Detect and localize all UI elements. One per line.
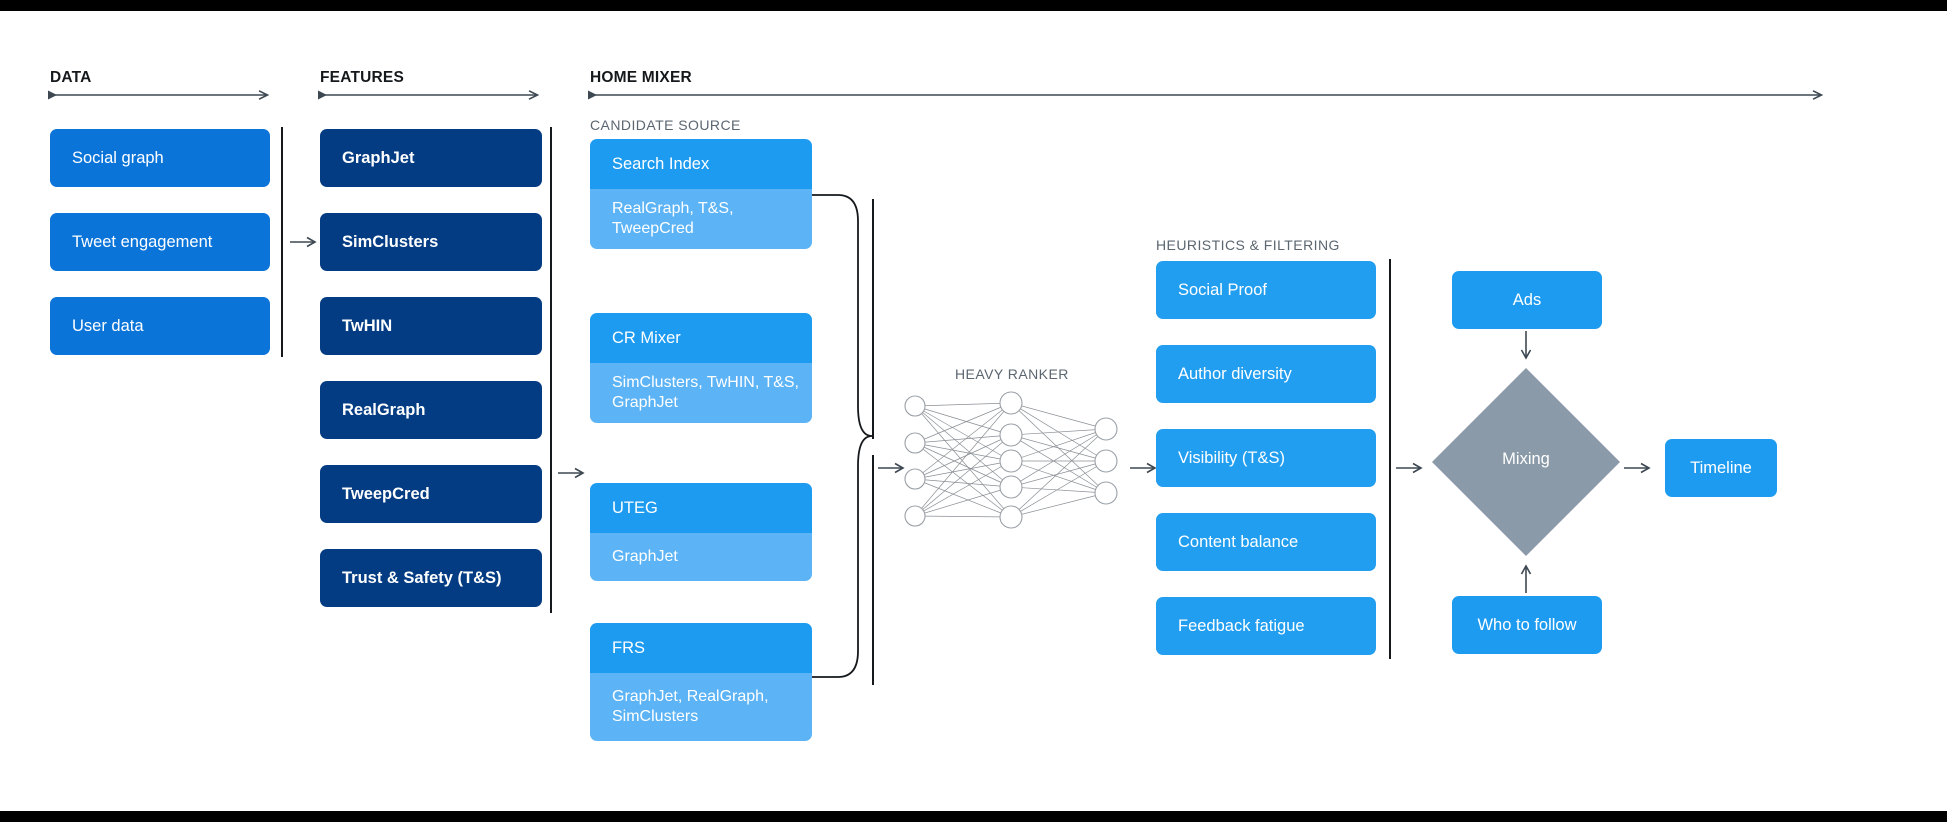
output-timeline[interactable]: Timeline <box>1665 439 1777 497</box>
letterbox-bottom <box>0 811 1947 822</box>
mixing-input-who-to-follow[interactable]: Who to follow <box>1452 596 1602 654</box>
ads-label: Ads <box>1512 290 1542 309</box>
separator-candidate-heavyranker-top <box>872 199 874 439</box>
separator-features-homemixer <box>550 127 552 613</box>
candidate-source-body: RealGraph, T&S, TweepCred <box>590 189 812 249</box>
arrow-heuristics-to-mixing <box>1396 461 1428 475</box>
arrow-ads-to-mixing <box>1519 331 1533 365</box>
candidate-source-body: GraphJet, RealGraph, SimClusters <box>590 673 812 741</box>
subsection-title-heuristics: HEURISTICS & FILTERING <box>1156 237 1340 253</box>
subsection-title-heavy-ranker: HEAVY RANKER <box>955 366 1069 382</box>
diagram-canvas: DATA Social graph Tweet engagement User … <box>0 11 1947 811</box>
candidate-source-head: Search Index <box>590 139 812 189</box>
candidate-source-body: SimClusters, TwHIN, T&S, GraphJet <box>590 363 812 423</box>
heuristic-box-visibility[interactable]: Visibility (T&S) <box>1156 429 1376 487</box>
letterbox-top <box>0 0 1947 11</box>
heuristic-box-author-diversity[interactable]: Author diversity <box>1156 345 1376 403</box>
feature-box-label: TweepCred <box>342 484 430 503</box>
candidate-source-head: UTEG <box>590 483 812 533</box>
feature-box-simclusters[interactable]: SimClusters <box>320 213 542 271</box>
candidate-source-body: GraphJet <box>590 533 812 581</box>
separator-data-features <box>281 127 283 357</box>
arrow-features-to-candidate-source <box>558 466 590 480</box>
data-box-social-graph[interactable]: Social graph <box>50 129 270 187</box>
features-axis-arrow <box>318 89 544 101</box>
feature-box-trust-safety[interactable]: Trust & Safety (T&S) <box>320 549 542 607</box>
heuristic-box-label: Author diversity <box>1178 364 1292 383</box>
section-title-features: FEATURES <box>320 69 404 86</box>
candidate-source-head: FRS <box>590 623 812 673</box>
candidate-source-head: CR Mixer <box>590 313 812 363</box>
subsection-title-candidate-source: CANDIDATE SOURCE <box>590 117 741 133</box>
heuristic-box-label: Visibility (T&S) <box>1178 448 1285 467</box>
heavy-ranker-network <box>898 391 1128 531</box>
arrow-candidate-to-heavy-ranker <box>878 461 910 475</box>
data-box-label: User data <box>72 316 144 335</box>
feature-box-label: GraphJet <box>342 148 415 167</box>
separator-candidate-heavyranker-bottom <box>872 455 874 685</box>
who-to-follow-label: Who to follow <box>1477 615 1577 634</box>
data-box-label: Tweet engagement <box>72 232 213 251</box>
feature-box-label: Trust & Safety (T&S) <box>342 568 502 587</box>
data-box-tweet-engagement[interactable]: Tweet engagement <box>50 213 270 271</box>
feature-box-graphjet[interactable]: GraphJet <box>320 129 542 187</box>
home-mixer-axis-arrow <box>588 89 1828 101</box>
section-title-home-mixer: HOME MIXER <box>590 69 692 86</box>
arrow-mixing-to-timeline <box>1624 461 1656 475</box>
feature-box-twhin[interactable]: TwHIN <box>320 297 542 355</box>
feature-box-tweepcred[interactable]: TweepCred <box>320 465 542 523</box>
timeline-label: Timeline <box>1690 458 1752 477</box>
heuristic-box-label: Feedback fatigue <box>1178 616 1305 635</box>
mixing-input-ads[interactable]: Ads <box>1452 271 1602 329</box>
candidate-source-card-cr-mixer[interactable]: CR Mixer SimClusters, TwHIN, T&S, GraphJ… <box>590 313 812 423</box>
arrow-heavy-ranker-to-heuristics <box>1130 461 1162 475</box>
mixing-label: Mixing <box>1502 450 1550 468</box>
candidate-source-card-frs[interactable]: FRS GraphJet, RealGraph, SimClusters <box>590 623 812 741</box>
candidate-source-card-search-index[interactable]: Search Index RealGraph, T&S, TweepCred <box>590 139 812 249</box>
separator-heuristics-mixing <box>1389 259 1391 659</box>
heuristic-box-label: Social Proof <box>1178 280 1267 299</box>
feature-box-label: SimClusters <box>342 232 439 251</box>
heuristic-box-content-balance[interactable]: Content balance <box>1156 513 1376 571</box>
heuristic-box-label: Content balance <box>1178 532 1299 551</box>
heuristic-box-feedback-fatigue[interactable]: Feedback fatigue <box>1156 597 1376 655</box>
feature-box-realgraph[interactable]: RealGraph <box>320 381 542 439</box>
candidate-source-card-uteg[interactable]: UTEG GraphJet <box>590 483 812 581</box>
feature-box-label: TwHIN <box>342 316 393 335</box>
data-axis-arrow <box>48 89 274 101</box>
arrow-who-to-follow-to-mixing <box>1519 559 1533 593</box>
arrow-data-to-features <box>290 235 322 249</box>
data-box-user-data[interactable]: User data <box>50 297 270 355</box>
heuristic-box-social-proof[interactable]: Social Proof <box>1156 261 1376 319</box>
mixing-diamond[interactable]: Mixing <box>1430 366 1622 558</box>
data-box-label: Social graph <box>72 148 164 167</box>
feature-box-label: RealGraph <box>342 400 426 419</box>
section-title-data: DATA <box>50 69 92 86</box>
